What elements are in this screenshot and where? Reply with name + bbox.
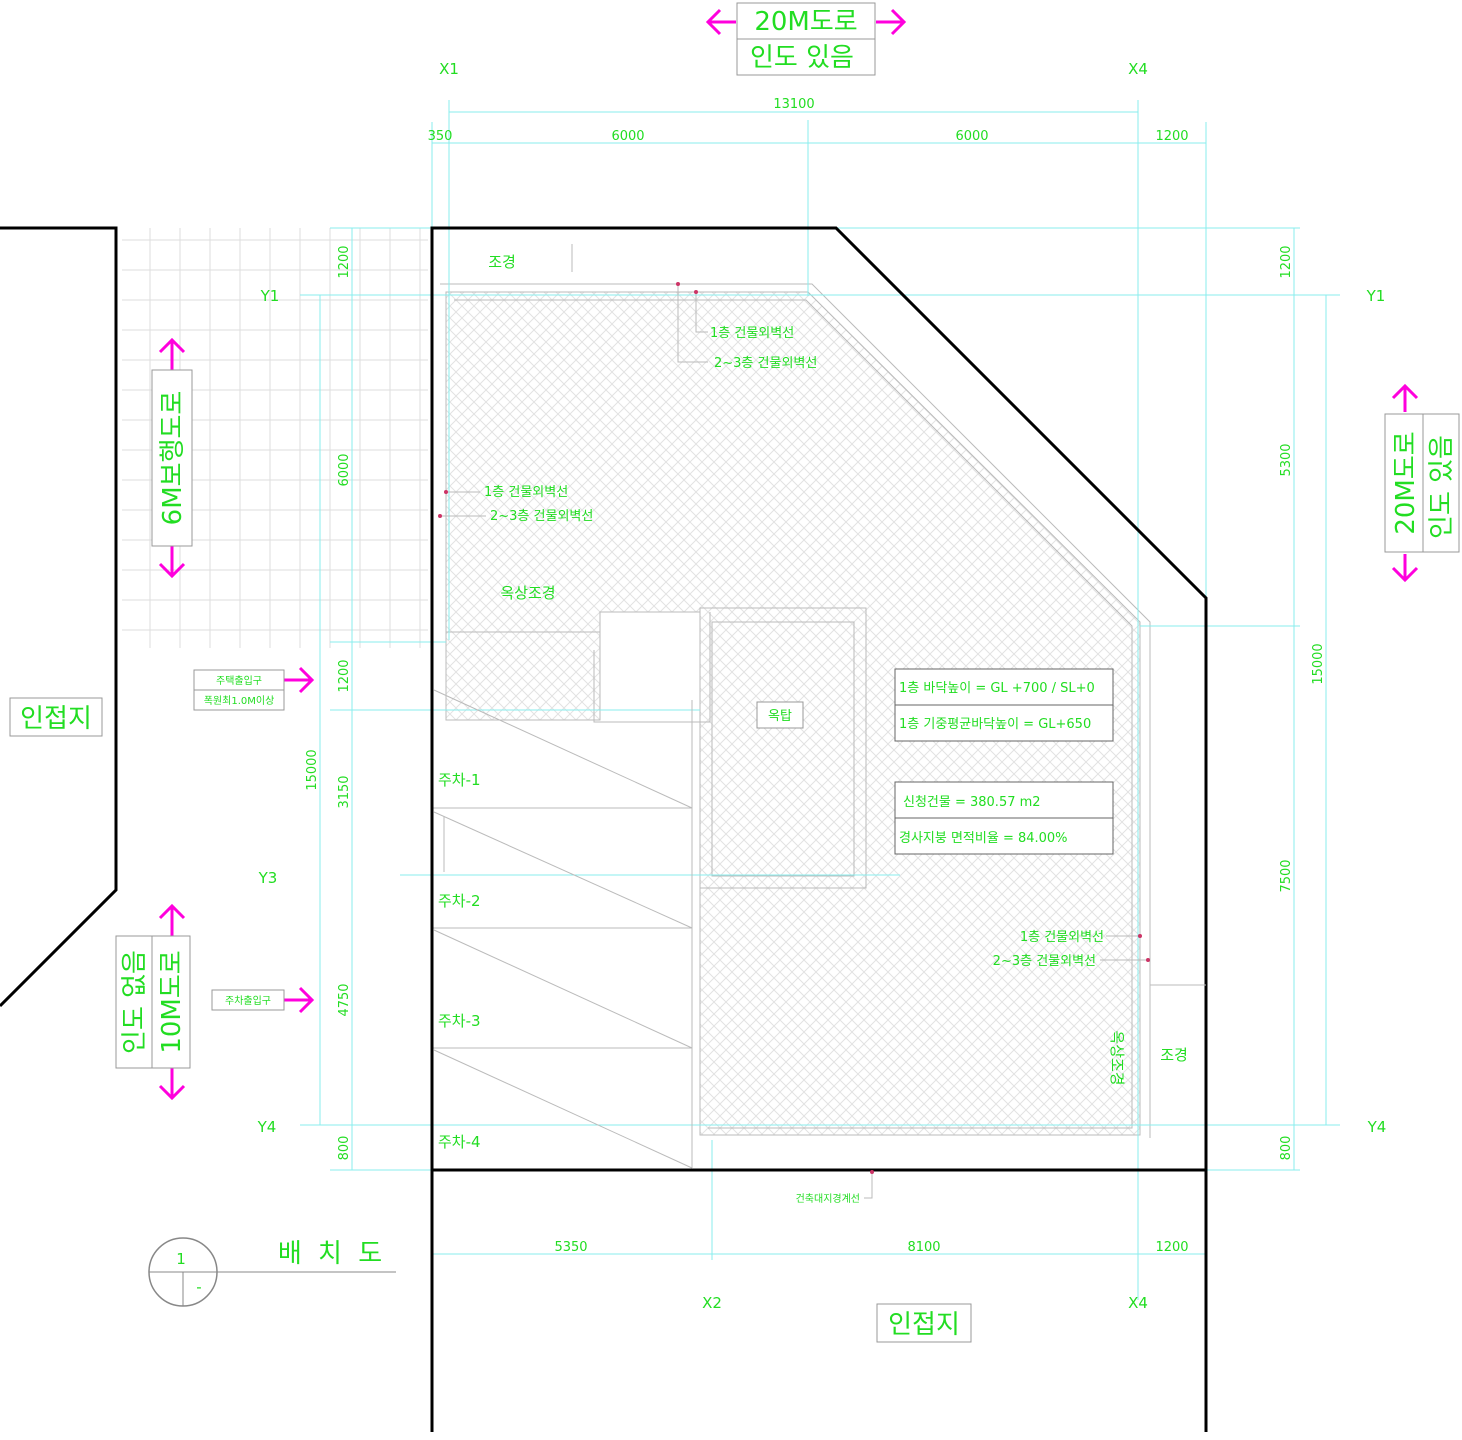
rooftop-landscape-label: 옥상조경 <box>500 584 555 602</box>
left-neighbor-label: 인접지 <box>20 704 92 734</box>
landscape-top-label: 조경 <box>488 253 516 271</box>
dim-right-total: 15000 <box>1311 643 1326 684</box>
bottom-neighbor-box <box>876 1303 972 1343</box>
dim-right-b: 5300 <box>1279 443 1294 476</box>
ped-road-box <box>151 369 193 547</box>
parking-4-label: 주차-4 <box>438 1133 481 1151</box>
drawing-title-block: 1 - 배 치 도 <box>148 1237 396 1307</box>
info-coverage: 경사지붕 면적비율 = 84.00% <box>899 831 1068 846</box>
grid-y4-left: Y4 <box>257 1118 277 1136</box>
symbol-sheet: - <box>196 1278 201 1296</box>
parking-stalls <box>432 689 693 1169</box>
right-road-box <box>1384 413 1424 553</box>
grid-y1-right: Y1 <box>1366 287 1386 305</box>
dim-left-d: 3150 <box>337 775 352 808</box>
left-road-box <box>151 935 191 1069</box>
parking-1-label: 주차-1 <box>438 771 481 789</box>
right-sidewalk-label: 인도 있음 <box>1427 435 1457 539</box>
house-entrance-note-box <box>193 689 285 711</box>
grid-labels: X1 X4 X2 X4 Y1 Y1 Y3 Y4 Y4 <box>257 60 1387 1312</box>
dim-left-e: 4750 <box>337 983 352 1016</box>
info-panel: 1층 바닥높이 = GL +700 / SL+0 1층 기중평균바닥높이 = G… <box>894 668 1114 855</box>
grid-x4-top: X4 <box>1128 60 1148 78</box>
line23-top-label: 2~3층 건물외벽선 <box>714 356 817 371</box>
line1-left-label: 1층 건물외벽선 <box>484 485 568 500</box>
dim-left-a: 1200 <box>337 245 352 278</box>
symbol-number: 1 <box>176 1250 186 1268</box>
info-ground-box <box>894 704 1114 742</box>
dim-left-total: 15000 <box>305 749 320 790</box>
setback-line-label: 건축대지경계선 <box>796 1192 860 1205</box>
dim-bottom-c: 1200 <box>1155 1240 1188 1255</box>
left-sidewalk-box <box>115 935 153 1069</box>
house-entrance-note: 폭원최1.0M이상 <box>204 695 275 707</box>
line23-left-label: 2~3층 건물외벽선 <box>490 509 593 524</box>
dim-top-total: 13100 <box>773 97 814 112</box>
grid-y3: Y3 <box>258 869 278 887</box>
dim-left-f: 800 <box>337 1136 352 1161</box>
info-coverage-box <box>894 817 1114 855</box>
grid-x2: X2 <box>702 1294 722 1312</box>
line23-right-label: 2~3층 건물외벽선 <box>993 954 1096 969</box>
dim-top-d: 1200 <box>1155 129 1188 144</box>
right-sidewalk-box <box>1422 413 1460 553</box>
rooftop-landscape-right-label: 옥상조경 <box>1108 1030 1126 1085</box>
dim-top-b: 6000 <box>611 129 644 144</box>
right-road-label: 20M도로 <box>1391 431 1421 534</box>
road-arrows <box>158 8 1419 1101</box>
info-floor-box <box>894 668 1114 706</box>
area-labels: 조경 옥상조경 옥상조경 조경 옥탑 <box>488 244 1188 1086</box>
grid-y1-left: Y1 <box>260 287 280 305</box>
grid-x1: X1 <box>439 60 459 78</box>
left-road-label: 10M도로 <box>157 950 187 1053</box>
top-sidewalk-box <box>736 38 876 76</box>
info-site-box <box>894 781 1114 819</box>
bottom-neighbor-label: 인접지 <box>888 1310 960 1340</box>
dimension-labels: 13100 350 6000 6000 1200 5350 8100 1200 … <box>305 97 1326 1255</box>
top-road-label: 20M도로 <box>754 7 857 37</box>
parking-labels: 주차-1 주차-2 주차-3 주차-4 <box>438 771 481 1151</box>
inner-wall-lines <box>440 283 1151 1138</box>
parking-entrance-label: 주차출입구 <box>225 994 271 1007</box>
parking-2-label: 주차-2 <box>438 892 481 910</box>
dim-bottom-b: 8100 <box>907 1240 940 1255</box>
dim-top-c: 6000 <box>955 129 988 144</box>
left-neighbor-box <box>9 697 103 737</box>
parking-entrance-box <box>211 989 285 1011</box>
info-ground-avg: 1층 기중평균바닥높이 = GL+650 <box>899 717 1091 732</box>
grid-y4-right: Y4 <box>1367 1118 1387 1136</box>
site-boundaries <box>0 226 1208 1432</box>
dim-top-a: 350 <box>428 129 453 144</box>
dim-left-b: 6000 <box>337 453 352 486</box>
rooftop-stair-label: 옥탑 <box>768 709 792 724</box>
rooftop-stair-box <box>756 701 804 729</box>
dim-left-c: 1200 <box>337 659 352 692</box>
dim-right-d: 800 <box>1279 1136 1294 1161</box>
wall-line-callouts: 1층 건물외벽선 2~3층 건물외벽선 1층 건물외벽선 2~3층 건물외벽선 … <box>438 282 1150 1205</box>
left-sidewalk-label: 인도 없음 <box>120 950 150 1054</box>
info-floor-height: 1층 바닥높이 = GL +700 / SL+0 <box>899 681 1095 696</box>
line1-right-label: 1층 건물외벽선 <box>1020 930 1104 945</box>
dim-right-c: 7500 <box>1279 859 1294 892</box>
dim-right-a: 1200 <box>1279 245 1294 278</box>
grid-x4-bottom: X4 <box>1128 1294 1148 1312</box>
dim-bottom-a: 5350 <box>554 1240 587 1255</box>
house-entrance-label: 주택출입구 <box>216 674 262 687</box>
info-site-area: 신청건물 = 380.57 m2 <box>903 795 1041 810</box>
drawing-title: 배 치 도 <box>278 1239 386 1269</box>
ped-road-label: 6M보행도로 <box>158 391 188 526</box>
top-sidewalk-label: 인도 있음 <box>750 43 854 73</box>
parking-3-label: 주차-3 <box>438 1012 481 1030</box>
line1-top-label: 1층 건물외벽선 <box>710 326 794 341</box>
landscape-right-label: 조경 <box>1160 1046 1188 1064</box>
